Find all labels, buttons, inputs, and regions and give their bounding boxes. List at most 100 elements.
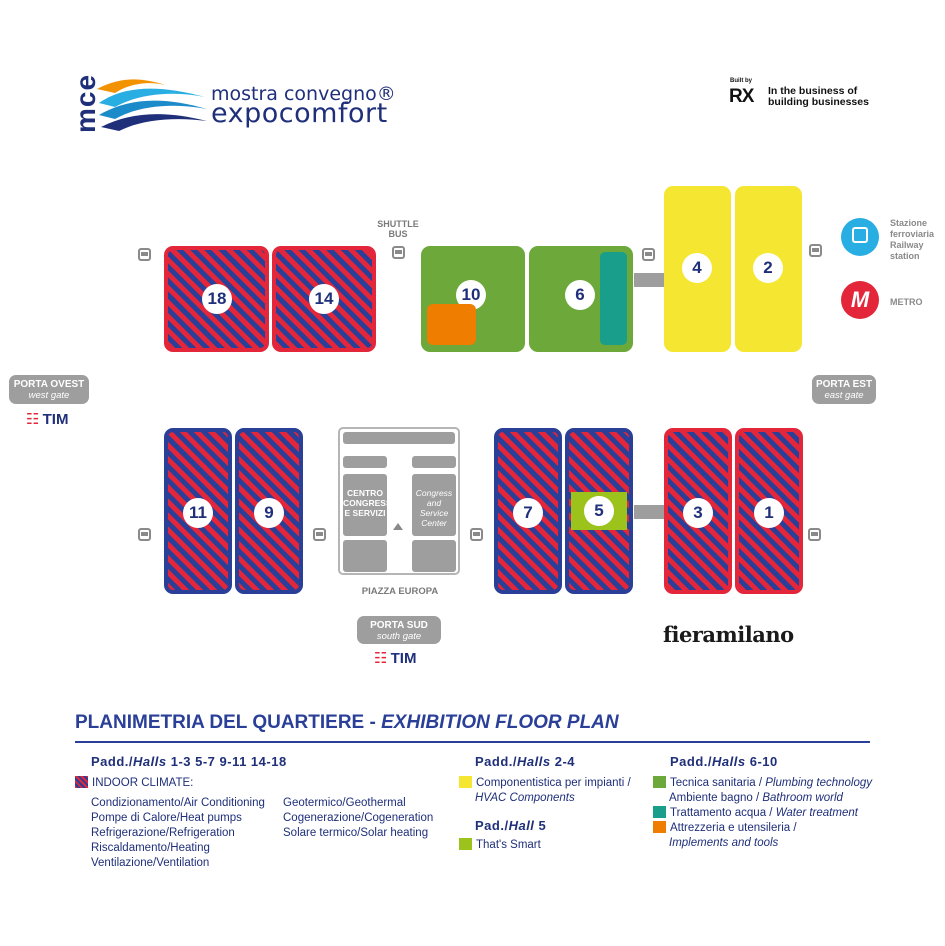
- col2-header2-it: Pad./: [475, 818, 509, 833]
- col3-header-en: Halls: [712, 754, 746, 769]
- rx-logo: RX: [729, 86, 754, 107]
- porta-ovest-gate[interactable]: PORTA OVEST west gate: [9, 375, 89, 404]
- legend-title-it: PLANIMETRIA DEL QUARTIERE -: [75, 712, 376, 733]
- walkway-north: [634, 273, 665, 287]
- rx-tagline-2: building businesses: [768, 96, 869, 108]
- hall-2[interactable]: 2: [735, 186, 802, 352]
- bathroom-label-it: Ambiente bagno /: [669, 792, 760, 804]
- implements-label-it: Attrezzeria e utensileria /: [670, 822, 797, 834]
- hall-1-number: 1: [754, 498, 784, 528]
- hall-4[interactable]: 4: [664, 186, 731, 352]
- indoor-item: Cogenerazione/Cogeneration: [283, 812, 434, 824]
- col2-header2-nums: 5: [538, 818, 547, 833]
- hvac-swatch: [459, 776, 472, 788]
- hall-14-number: 14: [309, 284, 339, 314]
- hall-14[interactable]: 14: [272, 246, 376, 352]
- porta-sud-gate[interactable]: PORTA SUD south gate: [357, 616, 441, 644]
- hall-7-number: 7: [513, 498, 543, 528]
- hall-7[interactable]: 7: [494, 428, 562, 594]
- thats-smart-label: That's Smart: [476, 839, 541, 851]
- hall-3[interactable]: 3: [664, 428, 732, 594]
- hall-6-number: 6: [565, 280, 595, 310]
- tim-logo-south: ☷ TIM: [374, 650, 417, 667]
- hall-9-number: 9: [254, 498, 284, 528]
- indoor-item: Riscaldamento/Heating: [91, 842, 210, 854]
- water-treatment-area: [600, 252, 627, 345]
- col2-header-nums: 2-4: [554, 754, 576, 769]
- centro-block: CENTRO CONGRESSI E SERVIZI: [343, 474, 394, 536]
- tim-logo-west: ☷ TIM: [26, 411, 69, 428]
- logo-line1: mostra convegno®: [211, 83, 396, 105]
- station-label-1: Stazione: [890, 218, 928, 228]
- hall-2-number: 2: [753, 253, 783, 283]
- porta-est-gate[interactable]: PORTA EST east gate: [812, 375, 876, 404]
- porta-est-title: PORTA EST: [815, 379, 873, 390]
- hall-5[interactable]: 5: [565, 428, 633, 594]
- hall-18[interactable]: 18: [164, 246, 269, 352]
- station-label-4: station: [890, 251, 920, 261]
- station-label-3: Railway: [890, 240, 924, 250]
- col2-header2-en: Hall: [508, 818, 535, 833]
- col2-header-it: Padd./: [475, 754, 518, 769]
- plumbing-swatch: [653, 776, 666, 788]
- legend-divider: [75, 741, 870, 743]
- fieramilano-logo: fieramilano: [663, 622, 794, 647]
- arrow-up-icon: [393, 523, 403, 530]
- hall-6[interactable]: 6: [529, 246, 633, 352]
- porta-est-sub: east gate: [824, 390, 864, 401]
- porta-sud-title: PORTA SUD: [370, 620, 428, 631]
- metro-label: METRO: [890, 297, 923, 307]
- indoor-climate-swatch: [75, 776, 88, 788]
- logo-line2: expocomfort: [211, 98, 388, 129]
- implements-area: [427, 304, 476, 345]
- hall-18-number: 18: [202, 284, 232, 314]
- bus-stop-icon: [470, 528, 483, 541]
- legend-title-en: EXHIBITION FLOOR PLAN: [381, 712, 619, 733]
- water-swatch: [653, 806, 666, 818]
- hall-3-number: 3: [683, 498, 713, 528]
- water-label-en: Water treatment: [775, 807, 858, 819]
- bus-stop-icon: [809, 244, 822, 257]
- rx-built-by: Built by: [730, 78, 752, 84]
- col1-header-nums: 1-3 5-7 9-11 14-18: [170, 754, 287, 769]
- rx-tagline-1: In the business of: [768, 85, 858, 97]
- indoor-climate-label: INDOOR CLIMATE:: [92, 777, 194, 789]
- indoor-item: Geotermico/Geothermal: [283, 797, 406, 809]
- indoor-item: Solare termico/Solar heating: [283, 827, 429, 839]
- bus-stop-icon: [138, 248, 151, 261]
- bus-stop-icon: [808, 528, 821, 541]
- indoor-item: Condizionamento/Air Conditioning: [91, 797, 265, 809]
- col3-header-it: Padd./: [670, 754, 713, 769]
- col3-header-nums: 6-10: [749, 754, 778, 769]
- thats-smart-swatch: [459, 838, 472, 850]
- bus-stop-icon: [392, 246, 405, 259]
- hall-1[interactable]: 1: [735, 428, 803, 594]
- congress-center[interactable]: CENTRO CONGRESSI E SERVIZI Congress and …: [338, 427, 460, 575]
- hall-9[interactable]: 9: [235, 428, 303, 594]
- hall-5-number: 5: [584, 496, 614, 526]
- hall-10[interactable]: 10: [421, 246, 525, 352]
- indoor-item: Ventilazione/Ventilation: [91, 857, 210, 869]
- hvac-label-it: Componentistica per impianti /: [476, 777, 631, 789]
- water-label-it: Trattamento acqua /: [670, 807, 773, 819]
- implements-swatch: [653, 821, 666, 833]
- bus-stop-icon: [642, 248, 655, 261]
- mce-wave-logo: [97, 79, 207, 131]
- railway-station-icon[interactable]: [841, 218, 879, 256]
- col2-header-en: Halls: [517, 754, 551, 769]
- hall-11[interactable]: 11: [164, 428, 232, 594]
- plumbing-label-en: Plumbing technology: [765, 777, 873, 789]
- porta-ovest-title: PORTA OVEST: [13, 379, 85, 390]
- col1-header-en: Halls: [133, 754, 167, 769]
- indoor-item: Pompe di Calore/Heat pumps: [91, 812, 242, 824]
- bus-stop-icon: [313, 528, 326, 541]
- metro-icon[interactable]: M: [841, 281, 879, 319]
- piazza-europa-label: PIAZZA EUROPA: [361, 586, 439, 597]
- hvac-label-en: HVAC Components: [475, 792, 575, 804]
- hall-4-number: 4: [682, 253, 712, 283]
- porta-sud-sub: south gate: [376, 631, 422, 642]
- implements-label-en: Implements and tools: [669, 837, 779, 849]
- station-label-2: ferroviaria: [890, 229, 935, 239]
- indoor-item: Refrigerazione/Refrigeration: [91, 827, 235, 839]
- walkway-south: [634, 505, 665, 519]
